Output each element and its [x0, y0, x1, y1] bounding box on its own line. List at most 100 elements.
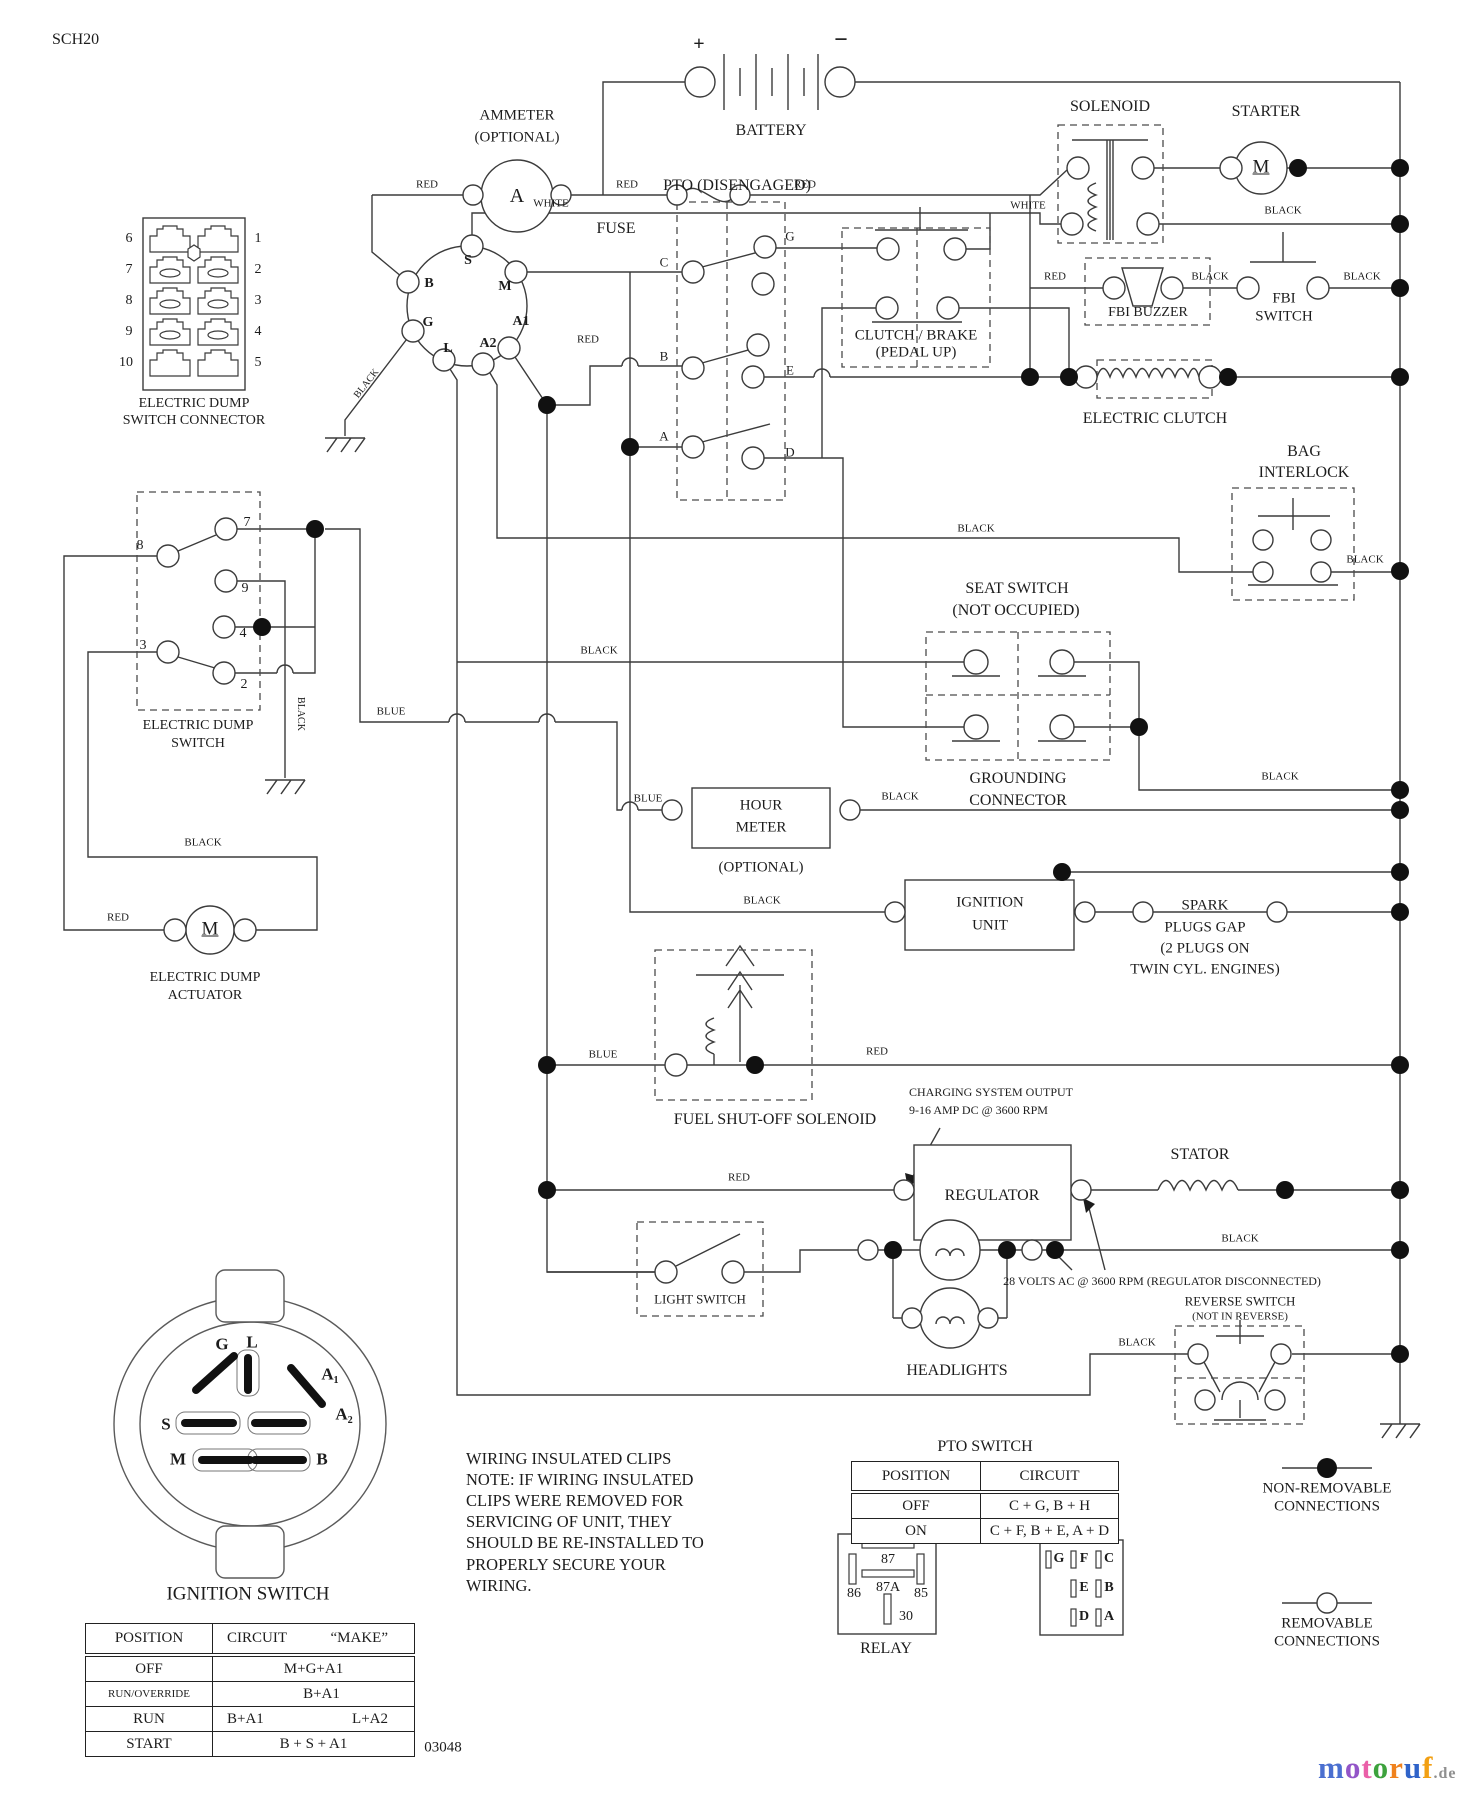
ignition-unit-box [904, 879, 1075, 951]
coil-glyphs [696, 54, 1338, 1271]
note-line: PROPERLY SECURE YOUR [466, 1554, 666, 1574]
wire-label-blue: BLUE [588, 1048, 618, 1061]
conn-terminal-b: B [1104, 1580, 1114, 1595]
engine-connector-pins [1045, 1550, 1102, 1627]
pto-row-circuit: C + G, B + H [980, 1491, 1119, 1519]
pin-number: 6 [125, 231, 133, 246]
ign-terminal-l: L [443, 341, 453, 356]
key-terminal-b: B [316, 1449, 328, 1469]
starter-m: M [1252, 156, 1270, 178]
wire-label-black: BLACK [184, 836, 222, 849]
clutch-brake-label: CLUTCH / BRAKE [854, 327, 978, 344]
dump-connector-label1: ELECTRIC DUMP [138, 396, 250, 411]
wire-label-blue: BLUE [633, 792, 663, 805]
round-devices [185, 141, 1288, 1349]
pto-terminal-g: G [785, 228, 795, 244]
note-line: WIRING. [466, 1575, 532, 1595]
wire-label-black: BLACK [1261, 770, 1299, 783]
dump-pin-8: 8 [136, 538, 144, 553]
dump-connector-pins [149, 225, 239, 377]
relay-pin-85: 85 [914, 1586, 928, 1601]
relay-pins [848, 1540, 925, 1625]
battery-plus: + [693, 33, 705, 55]
pin-number: 1 [254, 231, 262, 246]
wire-label-black: BLACK [743, 894, 781, 907]
note-line: SERVICING OF UNIT, THEY [466, 1512, 673, 1532]
sheet-code: SCH20 [52, 31, 100, 48]
note-line: WIRING INSULATED CLIPS [466, 1449, 672, 1468]
spark-label3: (2 PLUGS ON [1160, 940, 1250, 957]
ground-icon [265, 779, 306, 795]
wire-label-white: WHITE [533, 197, 569, 210]
ignition-unit-label1: IGNITION [956, 894, 1024, 911]
key-terminal-a2: A₂ [335, 1404, 353, 1424]
headlamp-bottom [919, 1287, 981, 1349]
pto-row-circuit: C + F, B + E, A + D [980, 1518, 1119, 1544]
battery-minus: − [834, 27, 848, 53]
wire-label-red: RED [416, 178, 438, 191]
wire-label-black: BLACK [957, 522, 995, 535]
pto-terminal-e: E [786, 362, 794, 378]
key-terminal-a1: A₁ [321, 1364, 339, 1384]
clutch-brake-box [841, 227, 991, 368]
stator-coil [1157, 1179, 1239, 1192]
pin-number: 8 [125, 293, 133, 308]
ign-row-circuit: B+A1 [227, 1710, 264, 1727]
volts-arrows [1057, 1207, 1106, 1271]
watermark-letter: f [1422, 1750, 1434, 1785]
ignition-switch-title: IGNITION SWITCH [166, 1583, 330, 1605]
pto-terminal-a: A [659, 428, 669, 444]
not-in-reverse-label: (NOT IN REVERSE) [1192, 1310, 1288, 1323]
buzzer-horn [1121, 267, 1164, 307]
wire-label-red: RED [577, 333, 599, 346]
headlamp-top [919, 1219, 981, 1281]
watermark-logo: motoruf.de [1318, 1750, 1457, 1786]
watermark-letter: m [1318, 1750, 1345, 1785]
headlights-label: HEADLIGHTS [906, 1362, 1008, 1379]
wire-label-black: BLACK [1343, 270, 1381, 283]
pto-switch-table: POSITION CIRCUIT OFF C + G, B + H ON C +… [851, 1461, 1119, 1544]
spark-label2: PLUGS GAP [1164, 919, 1246, 936]
battery-plates [723, 54, 819, 110]
pto-row-position: OFF [851, 1491, 981, 1519]
switch-arms [177, 534, 217, 669]
ign-row-position: START [85, 1731, 213, 1757]
spark-label4: TWIN CYL. ENGINES) [1130, 961, 1280, 978]
key-terminal-m: M [169, 1449, 187, 1469]
battery-label: BATTERY [735, 122, 807, 139]
reverse-switch-label: REVERSE SWITCH [1184, 1293, 1296, 1309]
relay-pin-87: 87 [881, 1552, 895, 1567]
legend-removable2: CONNECTIONS [1274, 1633, 1380, 1650]
key-terminal-l: L [246, 1332, 258, 1352]
pto-row-position: ON [851, 1518, 981, 1544]
wire-label-red: RED [794, 178, 816, 191]
hour-meter-box [691, 787, 831, 849]
pedal-up-label: (PEDAL UP) [875, 344, 957, 361]
conn-terminal-e: E [1079, 1580, 1089, 1595]
volts-note: 28 VOLTS AC @ 3600 RPM (REGULATOR DISCON… [1003, 1274, 1321, 1288]
engine-connector-box [1039, 1539, 1124, 1636]
watermark-letter: u [1403, 1750, 1423, 1785]
ign-terminal-a1: A1 [512, 314, 530, 329]
fuel-solenoid-box [654, 949, 813, 1101]
wire-label-black: BLACK [1264, 204, 1302, 217]
ign-terminal-a2: A2 [479, 336, 497, 351]
pto-terminal-b: B [659, 348, 669, 364]
wires [63, 81, 1401, 1604]
wiring-clips-note: WIRING INSULATED CLIPS NOTE: IF WIRING I… [466, 1448, 806, 1596]
fbi-buzzer-label: FBI BUZZER [1108, 305, 1188, 320]
ign-terminal-b: B [424, 276, 434, 291]
ign-th-position: POSITION [85, 1623, 213, 1657]
legend-nonremovable2: CONNECTIONS [1274, 1498, 1380, 1515]
wire-label-red: RED [866, 1045, 888, 1058]
wire-label-blue: BLUE [376, 705, 406, 718]
grounding-label: GROUNDING [969, 770, 1067, 787]
ign-th-make: “MAKE” [330, 1630, 388, 1646]
wire-label-black: BLACK [580, 644, 618, 657]
fuse-label: FUSE [596, 220, 636, 237]
pto-switch-box [676, 201, 786, 501]
ign-terminal-g: G [422, 315, 434, 330]
pin-number: 3 [254, 293, 262, 308]
note-line: CLIPS WERE REMOVED FOR [466, 1491, 684, 1511]
